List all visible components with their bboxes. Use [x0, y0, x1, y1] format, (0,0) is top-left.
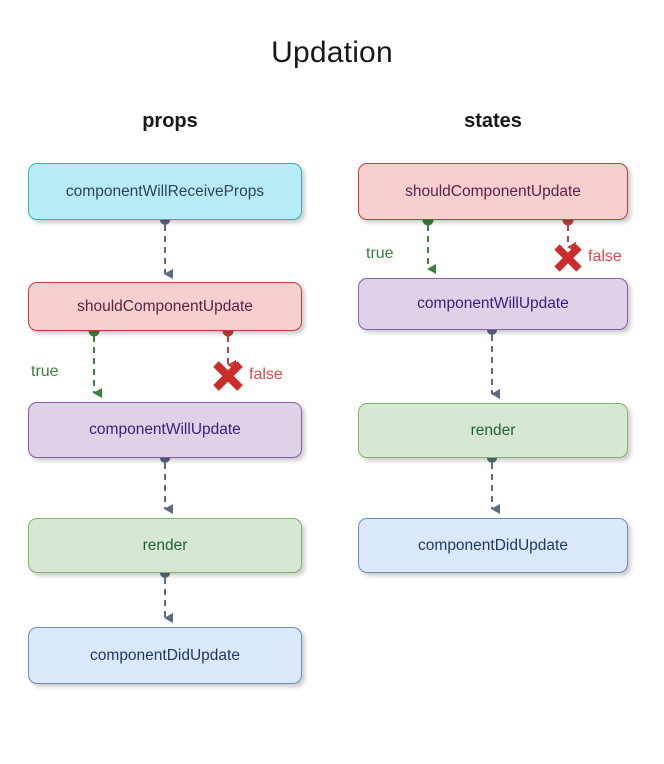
- page-title: Updation: [271, 36, 393, 69]
- node-props-component-will-receive-props[interactable]: componentWillReceiveProps: [28, 163, 302, 220]
- node-label: componentDidUpdate: [418, 536, 568, 554]
- edge-states-true: [422, 214, 436, 274]
- node-states-render[interactable]: render: [358, 403, 628, 458]
- node-states-should-component-update[interactable]: shouldComponentUpdate: [358, 163, 628, 220]
- node-label: componentDidUpdate: [90, 646, 240, 664]
- node-states-component-will-update[interactable]: componentWillUpdate: [358, 278, 628, 330]
- edge-label-states-false: false: [588, 248, 622, 265]
- edge-states-2: [487, 453, 500, 514]
- edge-label-props-true: true: [31, 363, 59, 380]
- node-props-component-did-update[interactable]: componentDidUpdate: [28, 627, 302, 684]
- edge-states-false: [554, 214, 582, 272]
- node-props-render[interactable]: render: [28, 518, 302, 573]
- node-label: render: [470, 421, 516, 439]
- node-label: componentWillUpdate: [417, 295, 569, 313]
- node-props-should-component-update[interactable]: shouldComponentUpdate: [28, 282, 302, 331]
- node-label: shouldComponentUpdate: [405, 182, 581, 200]
- false-x-icon: [213, 361, 243, 391]
- node-label: shouldComponentUpdate: [77, 297, 253, 315]
- column-header-states: states: [464, 110, 522, 132]
- node-props-component-will-update[interactable]: componentWillUpdate: [28, 402, 302, 458]
- edge-label-props-false: false: [249, 366, 283, 383]
- node-states-component-did-update[interactable]: componentDidUpdate: [358, 518, 628, 573]
- edge-props-true: [88, 325, 102, 398]
- edge-props-3: [160, 568, 173, 623]
- node-label: componentWillReceiveProps: [65, 182, 265, 200]
- node-label: componentWillUpdate: [89, 421, 241, 439]
- false-x-icon: [554, 244, 582, 272]
- edge-states-1: [487, 325, 500, 399]
- edge-props-false: [213, 325, 243, 391]
- column-header-props: props: [142, 110, 198, 132]
- node-label: render: [142, 536, 188, 554]
- edge-label-states-true: true: [366, 245, 394, 262]
- edge-props-1: [160, 215, 173, 279]
- edge-props-2: [160, 453, 173, 514]
